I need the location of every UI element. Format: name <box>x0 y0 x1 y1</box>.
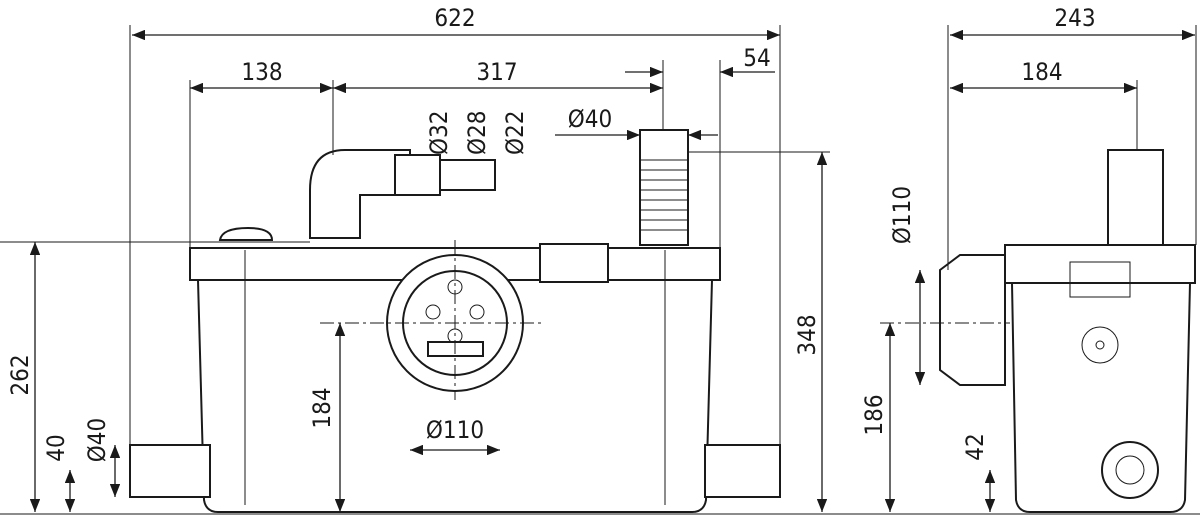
dimension-lines <box>0 25 1200 515</box>
dim-side-inlet-diameter: Ø110 <box>888 186 916 244</box>
dim-center-inlet-height: 184 <box>308 387 336 428</box>
dim-side-inlet-height: 40 <box>42 434 70 461</box>
dim-center-inlet-diameter: Ø110 <box>426 416 484 444</box>
dim-body-height: 262 <box>6 354 34 395</box>
side-inlet-sleeve <box>939 254 1006 386</box>
left-side-inlet <box>129 444 211 498</box>
outlet-pipe <box>639 129 689 246</box>
dim-overall-height: 348 <box>793 314 821 355</box>
dim-outlet-offset: 54 <box>743 44 770 72</box>
dim-inlet-d32: Ø32 <box>425 111 453 155</box>
right-side-inlet <box>704 444 781 498</box>
side-view-pump <box>939 149 1196 513</box>
dim-side-inlet-diameter: Ø40 <box>83 418 111 462</box>
dim-side-lower-inlet-height: 42 <box>961 433 989 460</box>
dim-side-inlet-height: 186 <box>860 394 888 435</box>
dim-overall-width: 622 <box>434 4 475 32</box>
vent-cap <box>218 226 274 241</box>
side-outlet-pipe <box>1107 149 1164 246</box>
dim-side-outlet-depth: 184 <box>1021 58 1062 86</box>
dim-inlet-spacing: 317 <box>476 58 517 86</box>
side-lower-inlet <box>1101 441 1159 499</box>
dim-side-overall-depth: 243 <box>1054 4 1095 32</box>
dim-inlet-offset: 138 <box>241 58 282 86</box>
dim-inlet-d22: Ø22 <box>501 111 529 155</box>
front-view-pump <box>129 129 781 513</box>
dim-inlet-d28: Ø28 <box>463 111 491 155</box>
dim-outlet-diameter: Ø40 <box>568 105 612 133</box>
dimension-labels: 622 138 317 54 Ø32 Ø28 Ø22 Ø40 348 262 Ø… <box>6 4 1096 462</box>
